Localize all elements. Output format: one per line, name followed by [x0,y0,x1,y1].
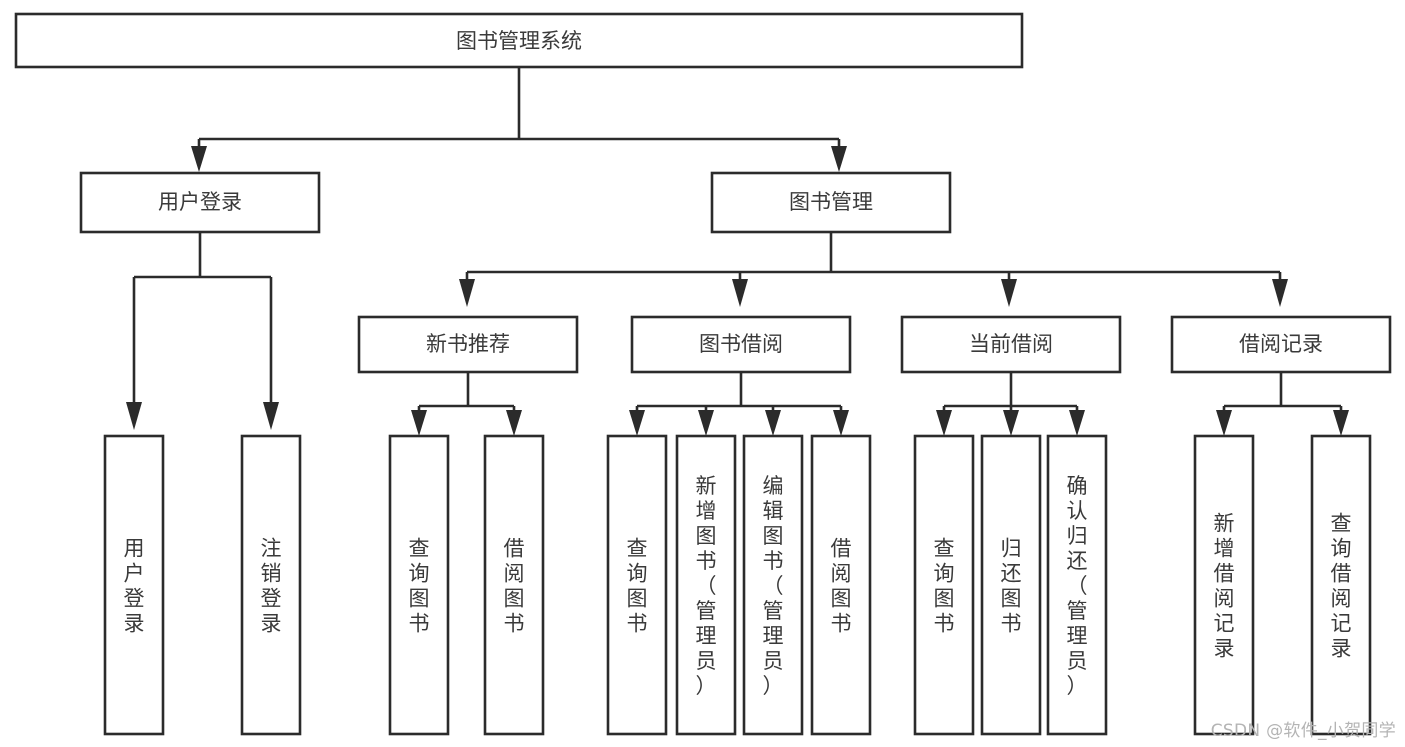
node-current-borrow-box [900,315,1122,374]
leaf-box [388,434,450,736]
arrow-icon [1216,410,1232,436]
arrow-icon [629,410,645,436]
leaf-label: 查询图书 [409,537,430,636]
arrow-icon [833,410,849,436]
node-new-book-recommend-label: 新书推荐 [426,332,510,356]
arrow-icon [1001,279,1017,307]
connector-new-book-recommend-to-leaves [411,372,522,436]
leaf-new-book-recommend-1[interactable]: 借阅图书 [483,434,545,736]
leaf-book-borrow-0[interactable]: 查询图书 [606,434,668,736]
node-book-management[interactable]: 图书管理 [710,171,952,234]
leaf-box [1046,434,1108,736]
arrow-icon [1333,410,1349,436]
leaf-book-borrow-2[interactable]: 编辑图书（管理员） [742,434,804,736]
arrow-icon [1069,410,1085,436]
leaf-box [606,434,668,736]
arrow-icon [831,146,847,172]
leaf-current-borrow-0[interactable]: 查询图书 [913,434,975,736]
leaf-box [675,434,737,736]
leaf-current-borrow-1[interactable]: 归还图书 [980,434,1042,736]
node-book-borrow-label: 图书借阅 [699,332,783,356]
node-user-login[interactable]: 用户登录 [79,171,321,234]
leaf-label: 确认归还（管理员） [1067,474,1088,698]
arrow-icon [411,410,427,436]
arrow-icon [126,402,142,430]
arrow-icon [936,410,952,436]
leaf-box [913,434,975,736]
connector-book-borrow-to-leaves [629,372,849,436]
node-current-borrow[interactable]: 当前借阅 [900,315,1122,374]
arrow-icon [1003,410,1019,436]
leaf-label: 查询图书 [627,537,648,636]
connector-current-borrow-to-leaves [936,372,1085,436]
connector-user-login-to-leaves [126,232,279,430]
leaf-user-login-0[interactable]: 用户登录 [103,434,165,736]
arrow-icon [732,279,748,307]
leaf-label: 新增图书（管理员） [696,474,717,698]
leaf-book-borrow-1[interactable]: 新增图书（管理员） [675,434,737,736]
arrow-icon [1272,279,1288,307]
arrow-icon [263,402,279,430]
leaf-label: 编辑图书（管理员） [763,474,784,698]
leaf-borrow-record-0[interactable]: 新增借阅记录 [1193,434,1255,736]
leaf-label: 借阅图书 [504,537,525,636]
node-borrow-record-label: 借阅记录 [1239,332,1323,356]
node-user-login-label: 用户登录 [158,190,242,214]
leaf-label: 查询借阅记录 [1331,512,1352,661]
leaf-box [103,434,165,736]
leaf-borrow-record-1[interactable]: 查询借阅记录 [1310,434,1372,736]
node-book-borrow[interactable]: 图书借阅 [630,315,852,374]
leaf-box [810,434,872,736]
node-root-label: 图书管理系统 [456,29,582,53]
node-current-borrow-label: 当前借阅 [969,332,1053,356]
leaf-label: 用户登录 [124,537,145,636]
arrow-icon [191,146,207,172]
node-root-box [14,12,1024,69]
leaf-box [1193,434,1255,736]
leaf-new-book-recommend-0[interactable]: 查询图书 [388,434,450,736]
arrow-icon [506,410,522,436]
node-book-management-label: 图书管理 [789,190,873,214]
leaf-current-borrow-2[interactable]: 确认归还（管理员） [1046,434,1108,736]
arrow-icon [698,410,714,436]
leaf-box [742,434,804,736]
connector-book-management-to-level3 [459,232,1288,307]
node-new-book-recommend-box [357,315,579,374]
node-borrow-record[interactable]: 借阅记录 [1170,315,1392,374]
leaf-label: 查询图书 [934,537,955,636]
arrow-icon [765,410,781,436]
leaf-box [980,434,1042,736]
csdn-watermark: CSDN @软件_小贺同学 [1210,721,1396,741]
leaf-box [240,434,302,736]
leaf-box [483,434,545,736]
node-root[interactable]: 图书管理系统 [14,12,1024,69]
node-new-book-recommend[interactable]: 新书推荐 [357,315,579,374]
arrow-icon [459,279,475,307]
leaf-book-borrow-3[interactable]: 借阅图书 [810,434,872,736]
node-user-login-box [79,171,321,234]
leaf-label: 新增借阅记录 [1214,512,1235,661]
leaf-label: 注销登录 [261,537,282,636]
leaf-box [1310,434,1372,736]
leaf-user-login-1[interactable]: 注销登录 [240,434,302,736]
leaf-label: 借阅图书 [831,537,852,636]
leaf-label: 归还图书 [1001,537,1022,636]
connector-root-to-level2 [191,67,847,172]
connector-borrow-record-to-leaves [1216,372,1349,436]
